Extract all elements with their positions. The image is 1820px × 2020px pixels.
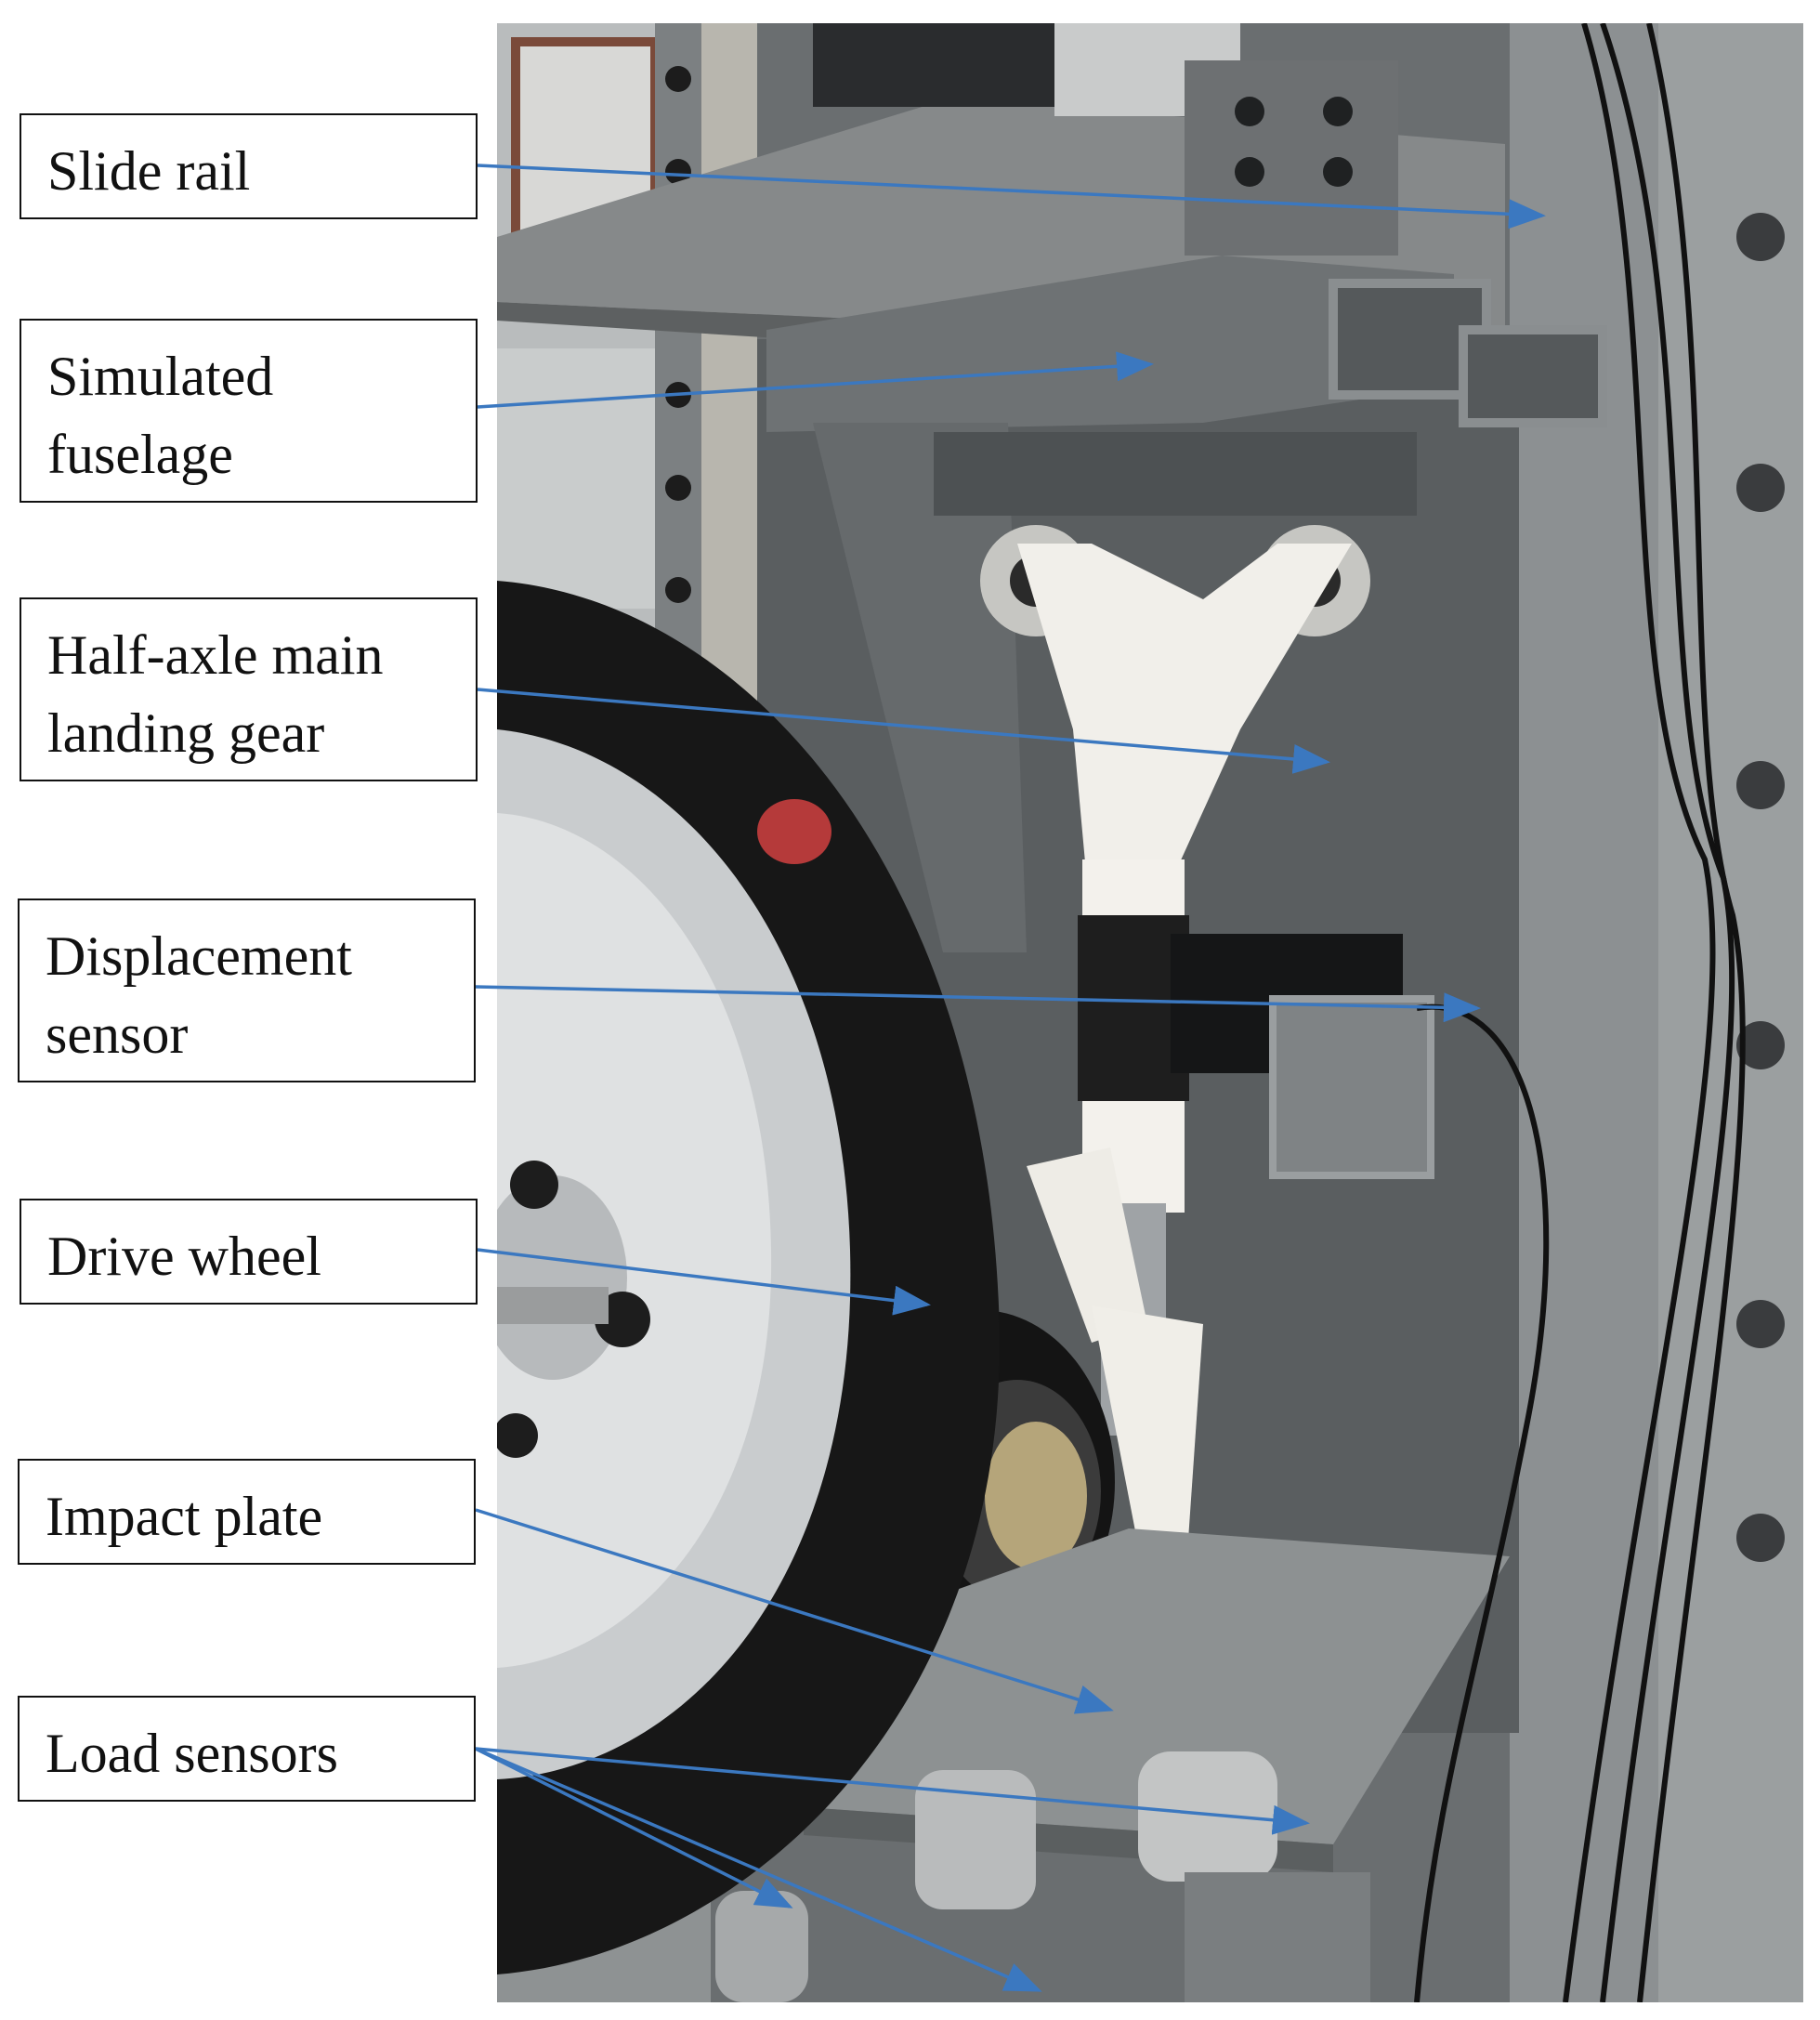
arrow-load-sensors-1 [475, 1747, 1310, 1835]
label-slide-rail-text: Slide rail [47, 140, 251, 202]
arrow-load-sensors-2 [475, 1747, 793, 1909]
label-half-axle-main-landing-gear-text: Half-axle main landing gear [47, 624, 384, 764]
photo-illustration [497, 23, 1803, 2002]
label-drive-wheel: Drive wheel [20, 1199, 478, 1305]
label-slide-rail: Slide rail [20, 113, 478, 219]
label-load-sensors: Load sensors [18, 1696, 476, 1802]
label-drive-wheel-text: Drive wheel [47, 1226, 321, 1287]
label-load-sensors-text: Load sensors [46, 1723, 338, 1784]
arrow-impact-plate [475, 1508, 1114, 1714]
arrow-displacement-sensor [475, 985, 1481, 1023]
label-simulated-fuselage-text: Simulated fuselage [47, 346, 274, 485]
arrow-load-sensors-3 [475, 1747, 1042, 1992]
label-half-axle-main-landing-gear: Half-axle main landing gear [20, 597, 478, 781]
label-impact-plate: Impact plate [18, 1459, 476, 1565]
arrow-drive-wheel [477, 1248, 931, 1316]
label-simulated-fuselage: Simulated fuselage [20, 319, 478, 503]
arrow-half-axle-main-landing-gear [477, 688, 1330, 774]
test-rig-photo [497, 23, 1803, 2002]
label-displacement-sensor-text: Displacement sensor [46, 925, 352, 1065]
arrow-slide-rail [477, 164, 1546, 230]
label-displacement-sensor: Displacement sensor [18, 899, 476, 1082]
arrow-simulated-fuselage [477, 351, 1154, 409]
label-impact-plate-text: Impact plate [46, 1486, 323, 1547]
